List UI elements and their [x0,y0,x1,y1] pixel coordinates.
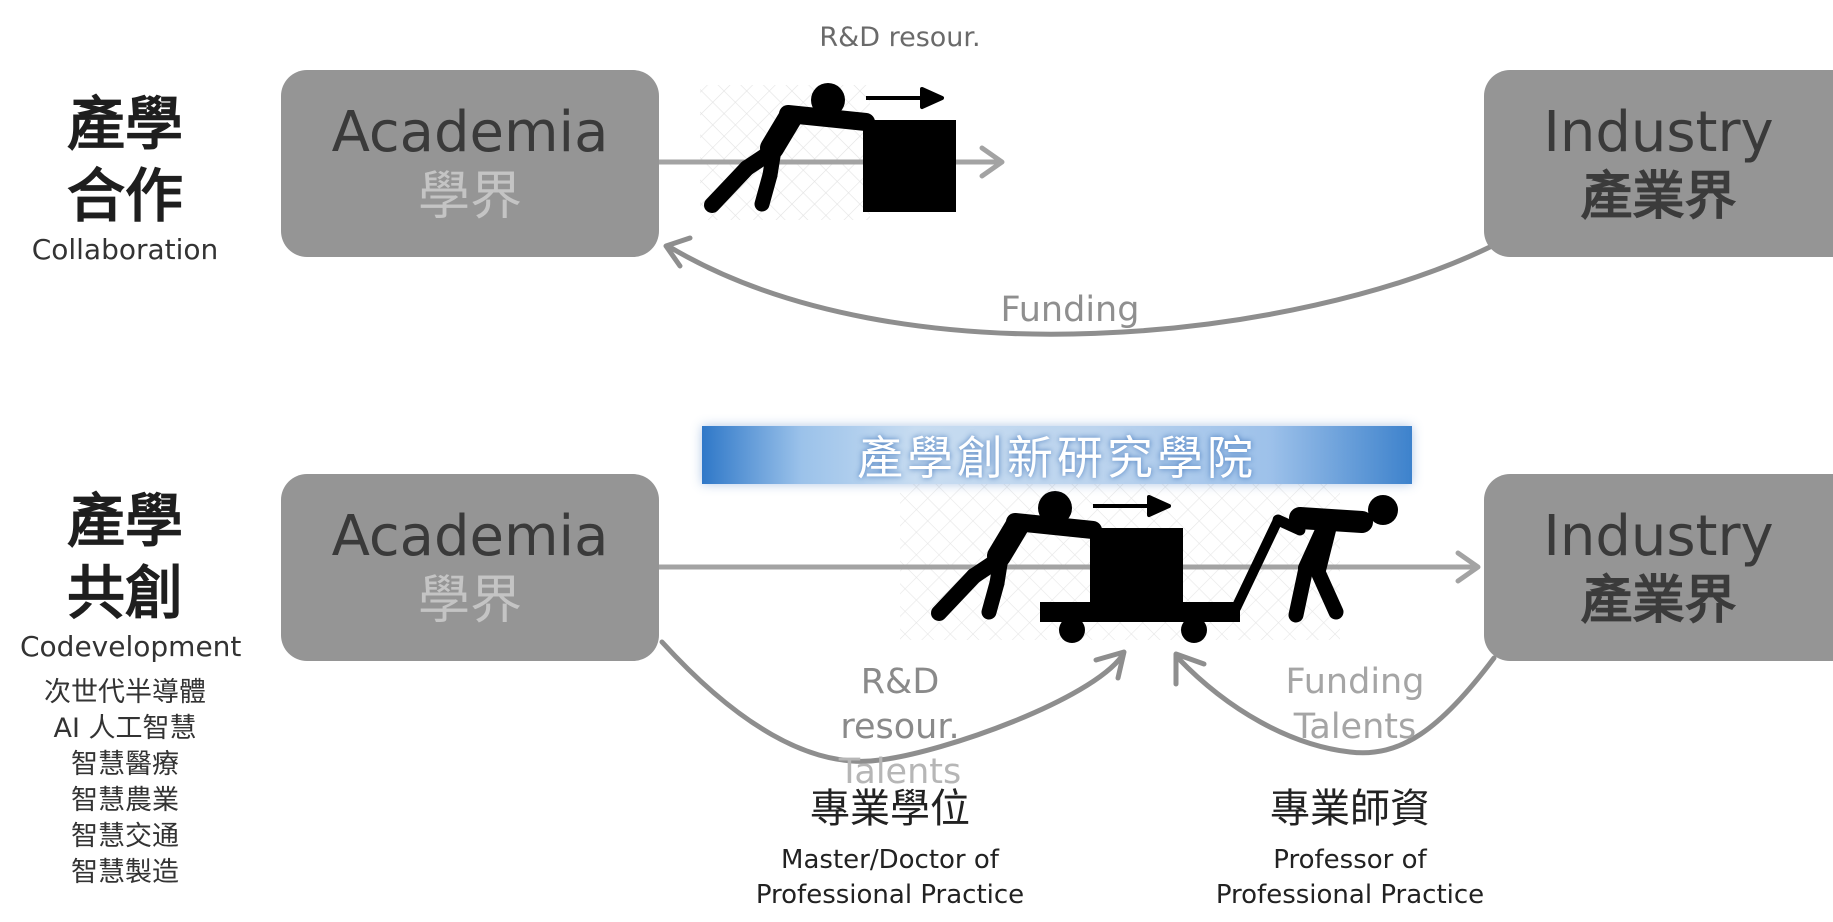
academia-box-row2: Academia 學界 [281,474,659,661]
topic-item: 智慧農業 [71,785,179,816]
institute-banner: 產學創新研究學院 [702,426,1412,485]
rd-talents-label-row2: R&D resour. Talents [790,660,1010,795]
faculty-en-line2: Professional Practice [1215,880,1485,910]
academia-label-en: Academia [331,503,609,569]
institute-banner-text: 產學創新研究學院 [857,431,1257,485]
funding-label-line: Talents [1293,707,1417,747]
rd-label-line: R&D [860,662,940,702]
industry-label-zh: 產業界 [1580,166,1737,227]
academia-label-zh: 學界 [417,166,522,227]
row2-title: 產學 共創 Codevelopment [20,485,242,665]
industry-label-en: Industry [1543,503,1774,569]
degree-en-line2: Professional Practice [755,880,1025,910]
academia-box-row1: Academia 學界 [281,70,659,257]
industry-to-cart-arrow [1173,651,1497,756]
topic-item: 次世代半導體 [44,677,206,708]
professional-degree-label: 專業學位 Master/Doctor of Professional Pract… [700,783,1080,913]
row1-title-zh-line1: 產學 [66,90,183,158]
row1-title-zh-line2: 合作 [66,162,183,230]
industry-box-row2: Industry 產業界 [1484,474,1833,661]
topic-item: AI 人工智慧 [53,713,197,744]
faculty-en-line1: Professor of [1273,845,1427,875]
row1-title: 產學 合作 Collaboration [20,88,230,268]
rd-label-line: resour. [840,707,960,747]
academia-to-cart-arrow [659,639,1127,764]
rd-label-line: Talents [838,752,962,792]
industry-box-row1: Industry 產業界 [1484,70,1833,257]
degree-en-line1: Master/Doctor of [781,845,999,875]
person-pulling-cart-icon [1272,495,1398,623]
academia-label-en: Academia [331,99,609,165]
rd-arrow-row2 [652,550,1481,584]
cart-icon [1040,515,1283,643]
degree-zh: 專業學位 [810,786,970,832]
row2-title-en: Codevelopment [20,630,242,663]
topic-list: 次世代半導體 AI 人工智慧 智慧醫療 智慧農業 智慧交通 智慧製造 [20,675,230,891]
row2-title-zh-line2: 共創 [66,559,183,627]
industry-label-zh: 產業界 [1580,570,1737,631]
funding-arrow-row1 [663,235,1495,337]
row2-title-zh-line1: 產學 [66,487,183,555]
funding-label-line: Funding [1285,662,1425,702]
arrow-right-icon [1093,495,1171,517]
row1-title-en: Collaboration [31,233,219,266]
rd-resource-label-row1: R&D resour. [819,22,981,53]
topic-item: 智慧製造 [71,857,179,888]
arrow-right-icon [866,87,944,109]
topic-item: 智慧醫療 [71,749,179,780]
faculty-zh: 專業師資 [1270,786,1430,832]
person-pushing-box-icon [704,83,956,213]
topic-item: 智慧交通 [71,821,179,852]
funding-talents-label-row2: Funding Talents [1245,660,1465,750]
industry-label-en: Industry [1543,99,1774,165]
academia-label-zh: 學界 [417,570,522,631]
funding-label-row1: Funding [1000,290,1140,330]
professional-faculty-label: 專業師資 Professor of Professional Practice [1150,783,1550,913]
